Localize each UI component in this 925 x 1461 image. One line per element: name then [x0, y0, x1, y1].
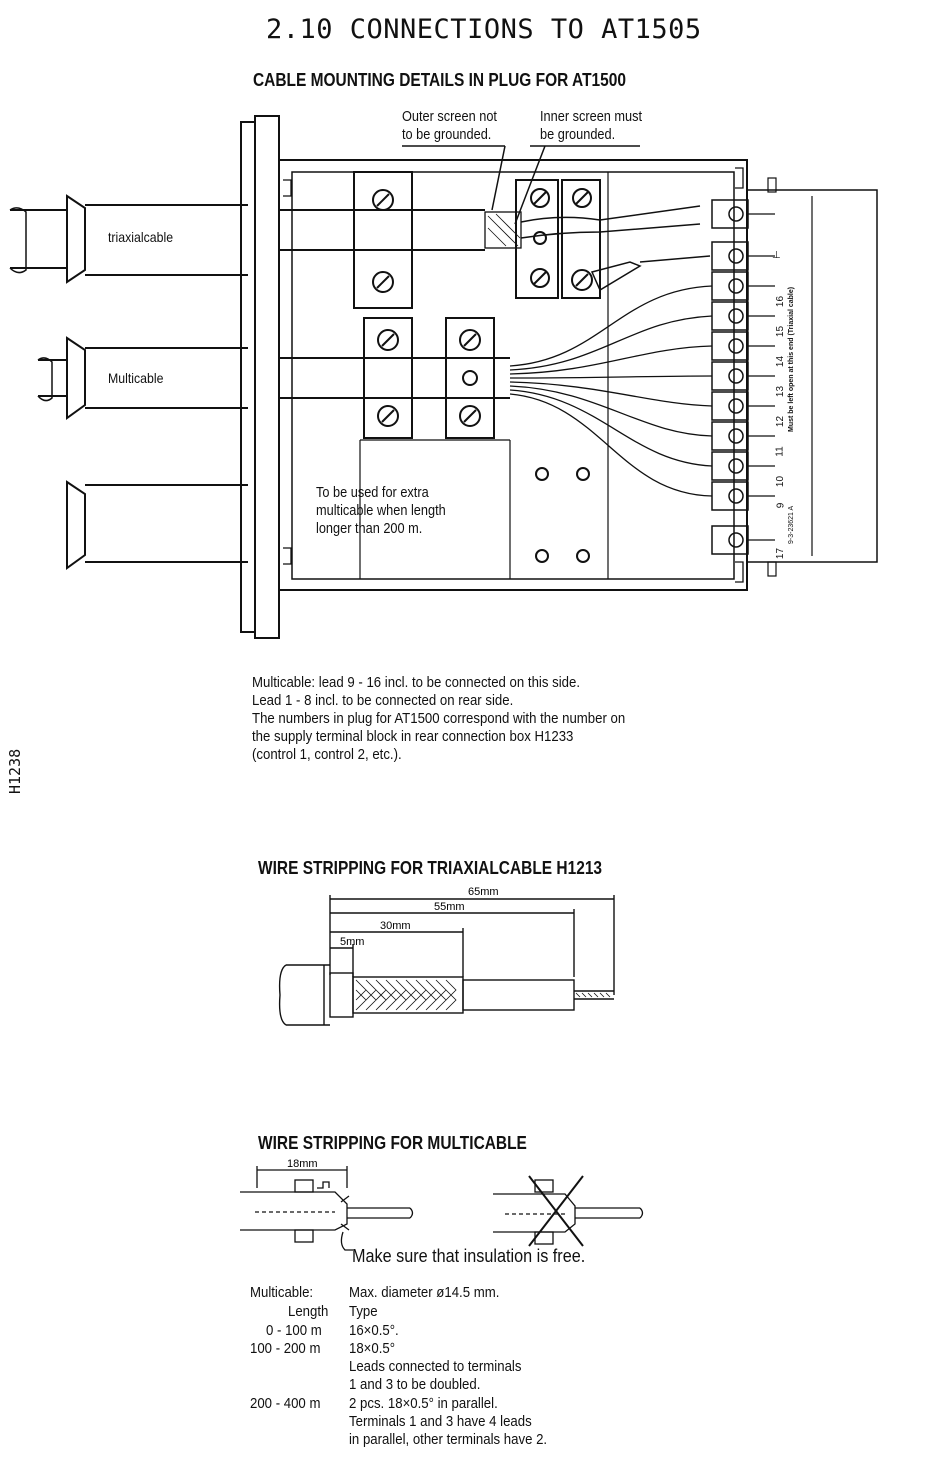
multicable-spec-label: Multicable: — [250, 1284, 314, 1301]
column-type: Type — [349, 1303, 378, 1320]
multicable-spec-value: Max. diameter ø14.5 mm. — [349, 1284, 500, 1301]
front-plate-outer — [240, 121, 256, 633]
terminal-number-17: 17 — [775, 547, 787, 560]
column-length: Length — [288, 1303, 329, 1320]
triaxial-cable-label: triaxialcable — [108, 229, 174, 245]
row-type-2: 18×0.5° Leads connected to terminals 1 a… — [349, 1340, 522, 1393]
inner-screen-note: Inner screen must be grounded. — [540, 108, 643, 143]
ground-symbol: ⊥ — [772, 250, 781, 261]
multicable-stripping-diagram: 18mm — [240, 1158, 644, 1251]
multicable-label: Multicable — [108, 370, 164, 386]
side-code: H1238 — [6, 748, 24, 794]
dim-5mm: 5mm — [340, 936, 364, 948]
row-type-3: 2 pcs. 18×0.5° in parallel. Terminals 1 … — [349, 1395, 548, 1448]
plug-box-inner — [291, 171, 735, 580]
terminal-number-14: 14 — [775, 355, 787, 368]
part-code: 9-3-23621 A — [788, 505, 795, 544]
section-heading-cable-mounting: CABLE MOUNTING DETAILS IN PLUG FOR AT150… — [253, 70, 626, 90]
row-length-3: 200 - 400 m — [250, 1395, 321, 1412]
terminal-number-11: 11 — [774, 446, 786, 457]
terminal-number-13: 13 — [775, 385, 787, 398]
terminal-number-12: 12 — [775, 415, 787, 428]
dim-65mm: 65mm — [468, 886, 499, 898]
section-heading-multicable-stripping: WIRE STRIPPING FOR MULTICABLE — [258, 1133, 527, 1153]
connection-description: Multicable: lead 9 - 16 incl. to be conn… — [252, 674, 626, 763]
dim-55mm: 55mm — [434, 901, 465, 913]
row-length-2: 100 - 200 m — [250, 1340, 321, 1357]
terminal-number-9: 9 — [775, 502, 787, 509]
row-length-1: 0 - 100 m — [266, 1322, 322, 1339]
dim-30mm: 30mm — [380, 920, 411, 932]
dim-18mm: 18mm — [287, 1158, 318, 1170]
terminal-number-15: 15 — [775, 325, 787, 338]
triaxial-open-end-note: Must be left open at this end (Triaxial … — [788, 286, 795, 432]
cable-mounting-diagram — [9, 115, 878, 639]
front-plate — [254, 115, 280, 639]
outer-screen-note: Outer screen not to be grounded. — [402, 108, 497, 143]
section-heading-triaxial-stripping: WIRE STRIPPING FOR TRIAXIALCABLE H1213 — [258, 858, 603, 878]
row-type-1: 16×0.5°. — [349, 1322, 399, 1339]
insulation-note: Make sure that insulation is free. — [352, 1246, 586, 1266]
terminal-number-16: 16 — [775, 295, 787, 308]
terminal-number-10: 10 — [775, 475, 787, 488]
page-title: 2.10 CONNECTIONS TO AT1505 — [266, 14, 702, 45]
triaxial-stripping-diagram: 65mm 55mm 30mm 5mm — [278, 886, 615, 1026]
extra-multicable-note: To be used for extra multicable when len… — [316, 484, 446, 537]
